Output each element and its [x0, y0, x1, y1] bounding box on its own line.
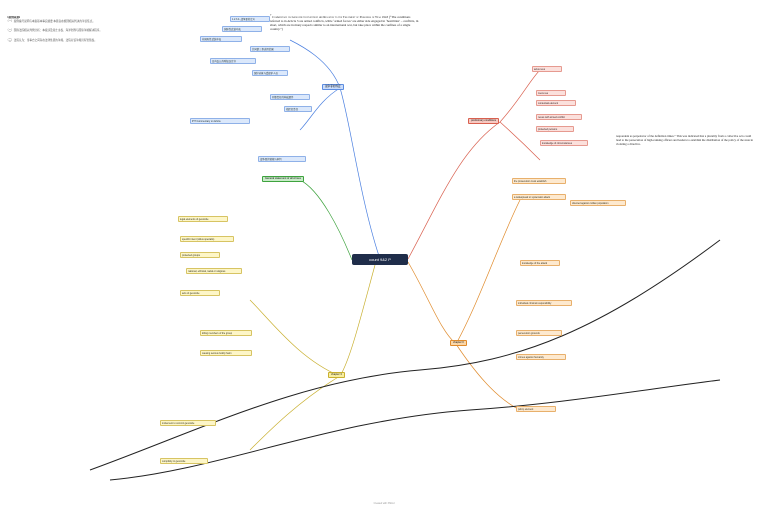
connector-red-2: [499, 69, 541, 123]
connector-left-curve: [89, 239, 721, 471]
blue-node[interactable]: 1.2.3.4. 战争罪的定义: [230, 16, 270, 22]
blue-node[interactable]: 国际性武装冲突: [222, 26, 262, 32]
blue-node[interactable]: 保护对象与受保护人员: [252, 70, 288, 76]
yellow-node[interactable]: legal elements of genocide: [178, 216, 228, 222]
connector-yellow-3: [249, 375, 341, 451]
red-node[interactable]: knowledge of circumstances: [540, 140, 588, 146]
branch-green[interactable]: General statement of all crimes: [262, 176, 304, 182]
yellow-node[interactable]: specific intent (dolus specialis): [180, 236, 234, 242]
orange-node[interactable]: persecution grounds: [516, 330, 562, 336]
connector-orange-2: [455, 199, 521, 345]
citation-body: 1943 (“The conditions referred to in Art…: [270, 15, 419, 32]
branch-blue[interactable]: 战争罪的界定: [322, 84, 344, 90]
yellow-node[interactable]: incitement to commit genocide: [160, 420, 216, 426]
note-paragraph-2: （二）国际法院相关判例分析：本案涉及领土主权、海洋划界与国际争端解决程序。: [6, 29, 102, 33]
central-topic[interactable]: count 9&2 P: [352, 254, 408, 265]
branch-yellow[interactable]: chapter 3: [328, 372, 345, 378]
left-notes: 【案例来源】 （一）案例编号说明与本案基本事实摘要 本篇旨在梳理相关判决的争议焦…: [6, 16, 102, 226]
orange-node[interactable]: individual criminal responsibility: [516, 300, 572, 306]
red-node[interactable]: contextual element: [536, 100, 576, 106]
yellow-node[interactable]: protected groups: [180, 252, 220, 258]
blue-node[interactable]: IHT Commentary on Article: [190, 118, 250, 124]
yellow-node[interactable]: acts of genocide: [180, 290, 220, 296]
blue-node[interactable]: 日内瓦公约附加议定书: [210, 58, 256, 64]
yellow-node[interactable]: complicity in genocide: [160, 458, 208, 464]
red-node[interactable]: actus reus: [532, 66, 562, 72]
connector-blue-3: [299, 87, 341, 131]
orange-node[interactable]: a widespread or systematic attack: [512, 194, 566, 200]
blue-node[interactable]: 刑事责任的构成要件: [270, 94, 310, 100]
connector-red-3: [499, 121, 541, 161]
yellow-node[interactable]: killing members of the group: [200, 330, 252, 336]
connector-blue-2: [289, 39, 341, 89]
connector-orange: [407, 261, 457, 345]
right-quote-body: respondent as perpetrator of the definit…: [616, 134, 753, 146]
connector-green: [299, 179, 353, 261]
branch-red[interactable]: preliminary conditions: [468, 118, 500, 124]
red-node[interactable]: nexus with armed conflict: [536, 114, 582, 120]
orange-node[interactable]: the prosecution must establish: [512, 178, 566, 184]
branch-orange[interactable]: chapter II: [450, 340, 467, 346]
note-paragraph-3: （三）法院认为：当事方之间存在法律性质的争端，法院对该争端具有管辖权。: [6, 38, 97, 42]
connector-red: [407, 121, 501, 260]
orange-node[interactable]: knowledge of the attack: [520, 260, 560, 266]
orange-node[interactable]: crimes against humanity: [516, 354, 566, 360]
orange-node[interactable]: directed against civilian population: [570, 200, 626, 206]
right-quote-block: respondent as perpetrator of the definit…: [616, 134, 756, 146]
orange-node[interactable]: policy element: [516, 406, 556, 412]
citation-title: Commentary on Genocide Convention: Ad Re…: [272, 15, 381, 20]
footer-credit: Created with XMind: [373, 502, 395, 505]
citation-block: 7 Commentary on Genocide Convention: Ad …: [270, 14, 420, 31]
connector-yellow-2: [249, 299, 341, 377]
red-node[interactable]: protected persons: [536, 126, 574, 132]
blue-node[interactable]: 战争罪的管辖与审判: [258, 156, 306, 162]
yellow-node[interactable]: causing serious bodily harm: [200, 350, 252, 356]
blue-node[interactable]: 共同第三条适用范围: [250, 46, 290, 52]
connector-blue: [339, 87, 381, 260]
blue-node[interactable]: 非国际性武装冲突: [200, 36, 242, 42]
red-node[interactable]: mens rea: [536, 90, 566, 96]
note-paragraph-1: （一）案例编号说明与本案基本事实摘要 本篇旨在梳理相关判决的争议焦点。: [6, 19, 95, 23]
connector-left-curve-2: [109, 379, 721, 481]
connector-yellow: [339, 264, 376, 377]
note-heading: 【案例来源】: [6, 16, 22, 19]
blue-node[interactable]: 指挥官责任: [284, 106, 312, 112]
yellow-node[interactable]: national, ethnical, racial or religious: [186, 268, 242, 274]
